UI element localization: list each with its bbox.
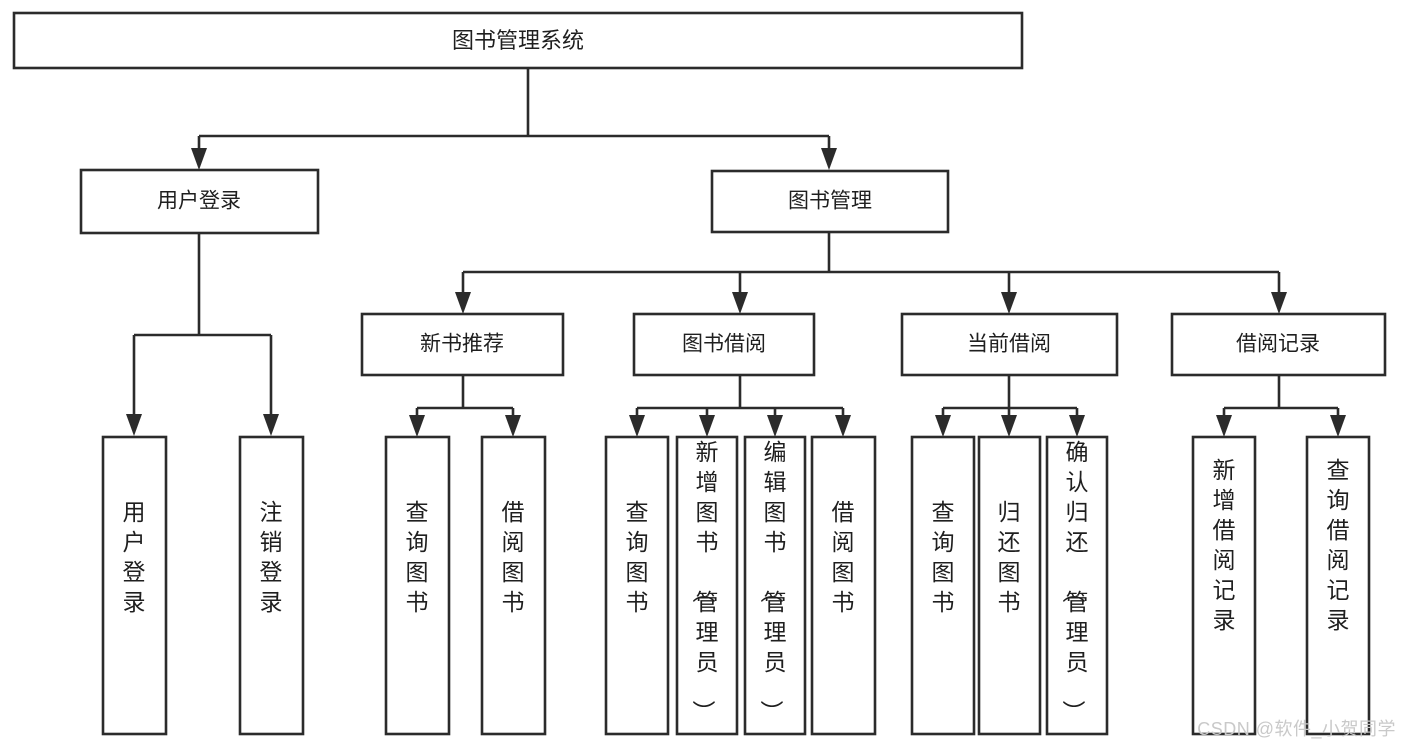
node-user-login-label: 用户登录 [157,190,241,213]
node-current-borrow-label: 当前借阅 [967,333,1051,356]
node-borrow-record-box[interactable] [1170,312,1387,377]
node-leaf-user-login-label: 用户登录 [123,499,146,615]
arrow-to-leaf-user-login [126,414,142,436]
node-root-label: 图书管理系统 [452,28,584,53]
node-book-manage-box[interactable] [710,169,950,234]
node-user-login[interactable]: 用户登录 [79,168,320,235]
node-leaf-borrow-book-2[interactable]: 借阅图书 [810,435,877,736]
node-leaf-add-book-box[interactable] [675,435,739,736]
arrow-to-leaf-edit-book [767,415,783,437]
node-leaf-edit-book-box[interactable] [743,435,807,736]
node-leaf-logout-login-box[interactable] [238,435,305,736]
node-leaf-query-record-label: 查询借阅记录 [1327,457,1350,633]
node-leaf-confirm-return-box[interactable] [1045,435,1109,736]
node-leaf-borrow-book-2-box[interactable] [810,435,877,736]
node-leaf-borrow-book-1[interactable]: 借阅图书 [480,435,547,736]
node-book-manage-label: 图书管理 [788,190,872,213]
arrow-to-leaf-add-record [1216,415,1232,437]
arrow-to-leaf-query-book-2 [629,415,645,437]
node-leaf-query-book-3-label: 查询图书 [932,499,955,615]
arrow-to-current-borrow [1001,292,1017,314]
node-leaf-query-book-3-box[interactable] [910,435,976,736]
node-leaf-logout-login-label: 注销登录 [260,499,283,615]
node-book-borrow-box[interactable] [632,312,816,377]
node-borrow-record[interactable]: 借阅记录 [1170,312,1387,377]
arrow-to-leaf-add-book [699,415,715,437]
arrow-to-new-book-recommend [455,292,471,314]
node-leaf-query-book-3[interactable]: 查询图书 [910,435,976,736]
node-new-book-recommend-box[interactable] [360,312,565,377]
node-leaf-add-book-label: 新增图书（管理员） [691,439,719,723]
node-leaf-query-book-1-box[interactable] [384,435,451,736]
node-leaf-borrow-book-1-label: 借阅图书 [502,499,525,615]
node-leaf-borrow-book-2-label: 借阅图书 [832,499,855,615]
node-leaf-user-login-box[interactable] [101,435,168,736]
node-root-box[interactable] [12,11,1024,70]
arrow-to-borrow-record [1271,292,1287,314]
node-leaf-add-record-box[interactable] [1191,435,1257,736]
node-leaf-add-record[interactable]: 新增借阅记录 [1191,435,1257,736]
arrow-to-leaf-borrow-book-1 [505,415,521,437]
node-book-manage[interactable]: 图书管理 [710,169,950,234]
arrow-to-leaf-logout-login [263,414,279,436]
node-leaf-add-record-label: 新增借阅记录 [1213,457,1236,633]
node-leaf-query-book-2[interactable]: 查询图书 [604,435,670,736]
node-leaf-query-book-2-label: 查询图书 [626,499,649,615]
arrow-to-leaf-query-book-1 [409,415,425,437]
arrow-root-to-user-login [191,148,207,170]
arrow-to-leaf-query-record [1330,415,1346,437]
node-borrow-record-label: 借阅记录 [1236,333,1320,356]
arrow-to-leaf-confirm-return [1069,415,1085,437]
node-current-borrow-box[interactable] [900,312,1119,377]
node-leaf-borrow-book-1-box[interactable] [480,435,547,736]
node-leaf-edit-book[interactable]: 编辑图书（管理员） [743,435,807,736]
node-leaf-query-record-box[interactable] [1305,435,1371,736]
node-new-book-recommend[interactable]: 新书推荐 [360,312,565,377]
node-leaf-confirm-return[interactable]: 确认归还（管理员） [1045,435,1109,736]
node-user-login-box[interactable] [79,168,320,235]
node-leaf-query-book-2-box[interactable] [604,435,670,736]
node-leaf-query-book-1[interactable]: 查询图书 [384,435,451,736]
arrow-to-leaf-return-book [1001,415,1017,437]
node-leaf-return-book[interactable]: 归还图书 [977,435,1042,736]
arrow-to-leaf-borrow-book-2 [835,415,851,437]
node-leaf-add-book[interactable]: 新增图书（管理员） [675,435,739,736]
arrow-to-book-borrow [732,292,748,314]
arrow-to-leaf-query-book-3 [935,415,951,437]
node-leaf-logout-login[interactable]: 注销登录 [238,435,305,736]
node-leaf-query-record[interactable]: 查询借阅记录 [1305,435,1371,736]
connector-layer [126,68,1346,437]
node-leaf-confirm-return-label: 确认归还（管理员） [1061,439,1089,723]
node-leaf-return-book-box[interactable] [977,435,1042,736]
node-leaf-return-book-label: 归还图书 [998,499,1021,615]
node-leaf-query-book-1-label: 查询图书 [406,499,429,615]
node-root[interactable]: 图书管理系统 [12,11,1024,70]
node-leaf-user-login[interactable]: 用户登录 [101,435,168,736]
node-current-borrow[interactable]: 当前借阅 [900,312,1119,377]
arrow-root-to-book-manage [821,148,837,170]
node-leaf-edit-book-label: 编辑图书（管理员） [759,439,787,723]
node-new-book-recommend-label: 新书推荐 [420,333,504,356]
node-book-borrow[interactable]: 图书借阅 [632,312,816,377]
node-book-borrow-label: 图书借阅 [682,333,766,356]
